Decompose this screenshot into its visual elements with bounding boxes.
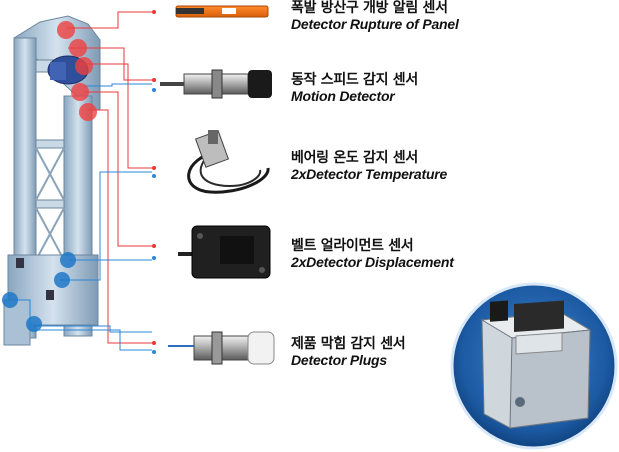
motion-sensor-icon — [160, 69, 272, 99]
sensor-name-korean: 벨트 얼라이먼트 센서 — [291, 238, 414, 254]
sensor-label-plugs: 제품 막힘 감지 센서 Detector Plugs — [291, 336, 406, 369]
location-markers — [2, 21, 97, 332]
plug-sensor-icon — [168, 331, 275, 365]
sensor-name-english: 2xDetector Temperature — [291, 166, 448, 183]
sensor-name-english: Detector Rupture of Panel — [291, 16, 459, 33]
sensor-label-motion: 동작 스피드 감지 센서 Motion Detector — [291, 72, 418, 104]
temperature-sensor-icon — [187, 130, 270, 194]
sensor-name-korean: 제품 막힘 감지 센서 — [291, 336, 406, 352]
displacement-sensor-icon — [178, 225, 271, 279]
sensor-name-korean: 동작 스피드 감지 센서 — [291, 72, 418, 88]
sensor-label-rupture: 폭발 방산구 개방 알림 센서 Detector Rupture of Pane… — [291, 0, 459, 32]
wire-terminals — [152, 10, 156, 354]
blue-wires — [12, 83, 152, 351]
control-panel-circle — [450, 282, 618, 450]
sensor-name-english: Motion Detector — [291, 88, 395, 105]
sensor-name-korean: 폭발 방산구 개방 알림 센서 — [291, 0, 448, 16]
sensor-label-temperature: 베어링 온도 감지 센서 2xDetector Temperature — [291, 150, 447, 182]
red-wires — [66, 11, 152, 344]
rupture-sensor-icon — [175, 5, 269, 18]
control-box-icon — [480, 300, 592, 429]
sensor-label-displacement: 벨트 얼라이먼트 센서 2xDetector Displacement — [291, 238, 454, 270]
sensor-name-english: Detector Plugs — [291, 352, 387, 369]
sensor-name-korean: 베어링 온도 감지 센서 — [291, 150, 418, 166]
sensor-name-english: 2xDetector Displacement — [291, 254, 454, 271]
